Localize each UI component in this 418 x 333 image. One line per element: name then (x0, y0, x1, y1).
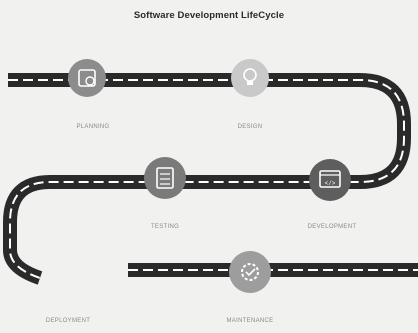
label-maintenance: MAINTENANCE (226, 318, 274, 324)
stage-design (231, 59, 269, 97)
diagram-title: Software Development LifeCycle (133, 10, 285, 21)
stage-planning (68, 59, 106, 97)
lightbulb-icon (243, 68, 257, 85)
road-lane-markings (8, 79, 405, 279)
checklist-icon (156, 167, 174, 189)
stage-maintenance (229, 251, 271, 293)
label-design: DESIGN (237, 124, 263, 130)
planning-icon (78, 69, 96, 87)
label-deployment: DEPLOYMENT (45, 318, 91, 324)
label-testing: TESTING (150, 224, 180, 230)
stage-development: </> (309, 159, 351, 201)
label-development: DEVELOPMENT (307, 224, 357, 230)
gear-check-icon (241, 263, 259, 281)
stage-testing (144, 157, 186, 199)
label-planning: PLANNING (76, 124, 110, 130)
code-window-icon: </> (319, 170, 341, 188)
svg-text:</>: </> (325, 180, 336, 187)
